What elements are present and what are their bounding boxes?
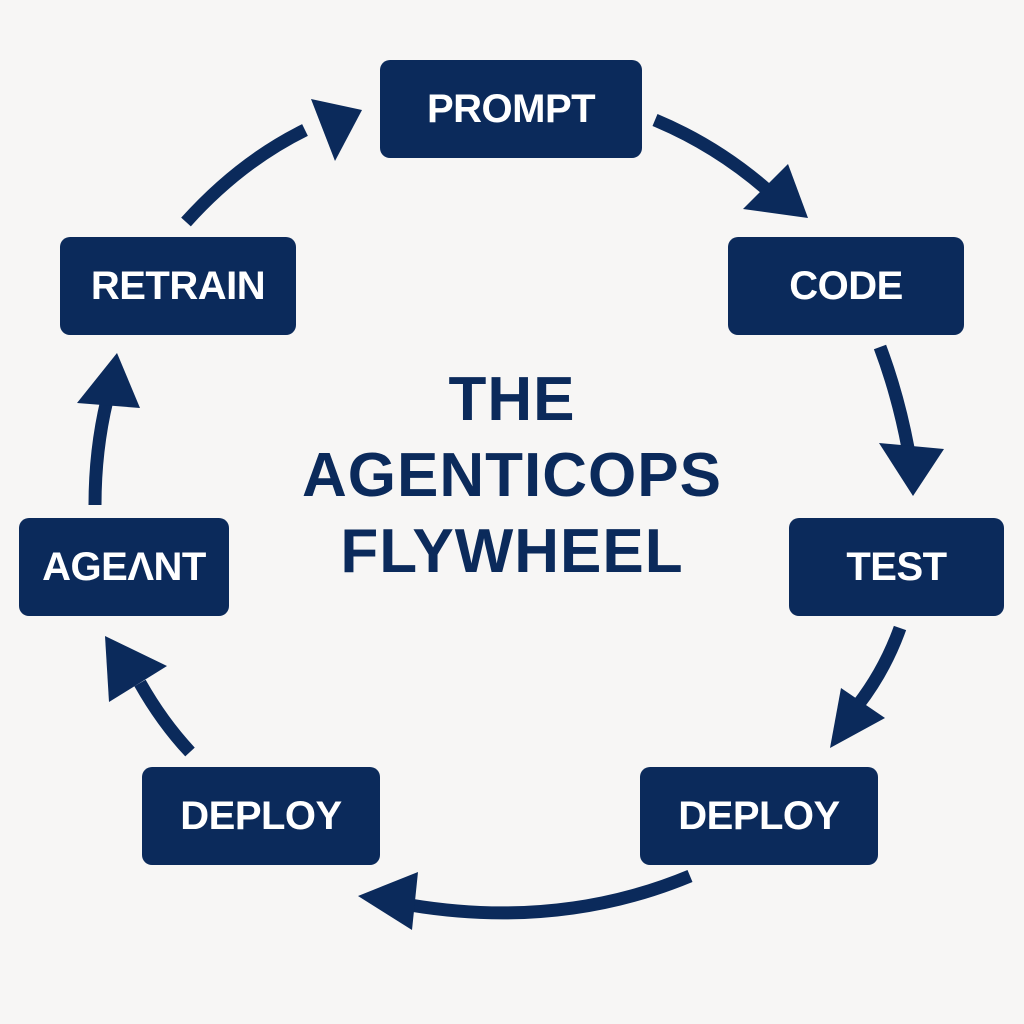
- retrain-node: RETRAIN: [60, 237, 296, 335]
- title-line-1: THE: [448, 365, 576, 434]
- title-line-3: FLYWHEEL: [340, 517, 684, 586]
- test-node: TEST: [789, 518, 1004, 616]
- deploy-node-right: DEPLOY: [640, 767, 878, 865]
- arrow-prompt-to-code: [652, 114, 770, 193]
- diagram-title: THE AGENTICOPS FLYWHEEL: [262, 362, 762, 590]
- arrowhead-retrain: [77, 353, 140, 408]
- arrow-code-to-test: [873, 344, 915, 450]
- arrowhead-test: [879, 443, 944, 496]
- arrowhead-prompt: [311, 99, 362, 161]
- arrow-agent-to-retrain: [88, 398, 114, 506]
- arrow-deploy-right-to-deploy-left: [408, 869, 693, 920]
- arrowhead-deploy-right: [830, 688, 885, 748]
- arrow-test-to-deploy-right: [852, 625, 907, 709]
- arrowhead-agent: [105, 636, 167, 702]
- title-line-2: AGENTICOPS: [302, 441, 722, 510]
- deploy-node-left: DEPLOY: [142, 767, 380, 865]
- arrow-deploy-left-to-agent: [134, 679, 195, 757]
- prompt-node: PROMPT: [380, 60, 642, 158]
- agent-node: AGEΛNT: [19, 518, 229, 616]
- arrowhead-code: [743, 164, 808, 218]
- code-node: CODE: [728, 237, 964, 335]
- arrow-retrain-to-prompt: [181, 124, 308, 227]
- arrowhead-deploy-left: [358, 872, 418, 930]
